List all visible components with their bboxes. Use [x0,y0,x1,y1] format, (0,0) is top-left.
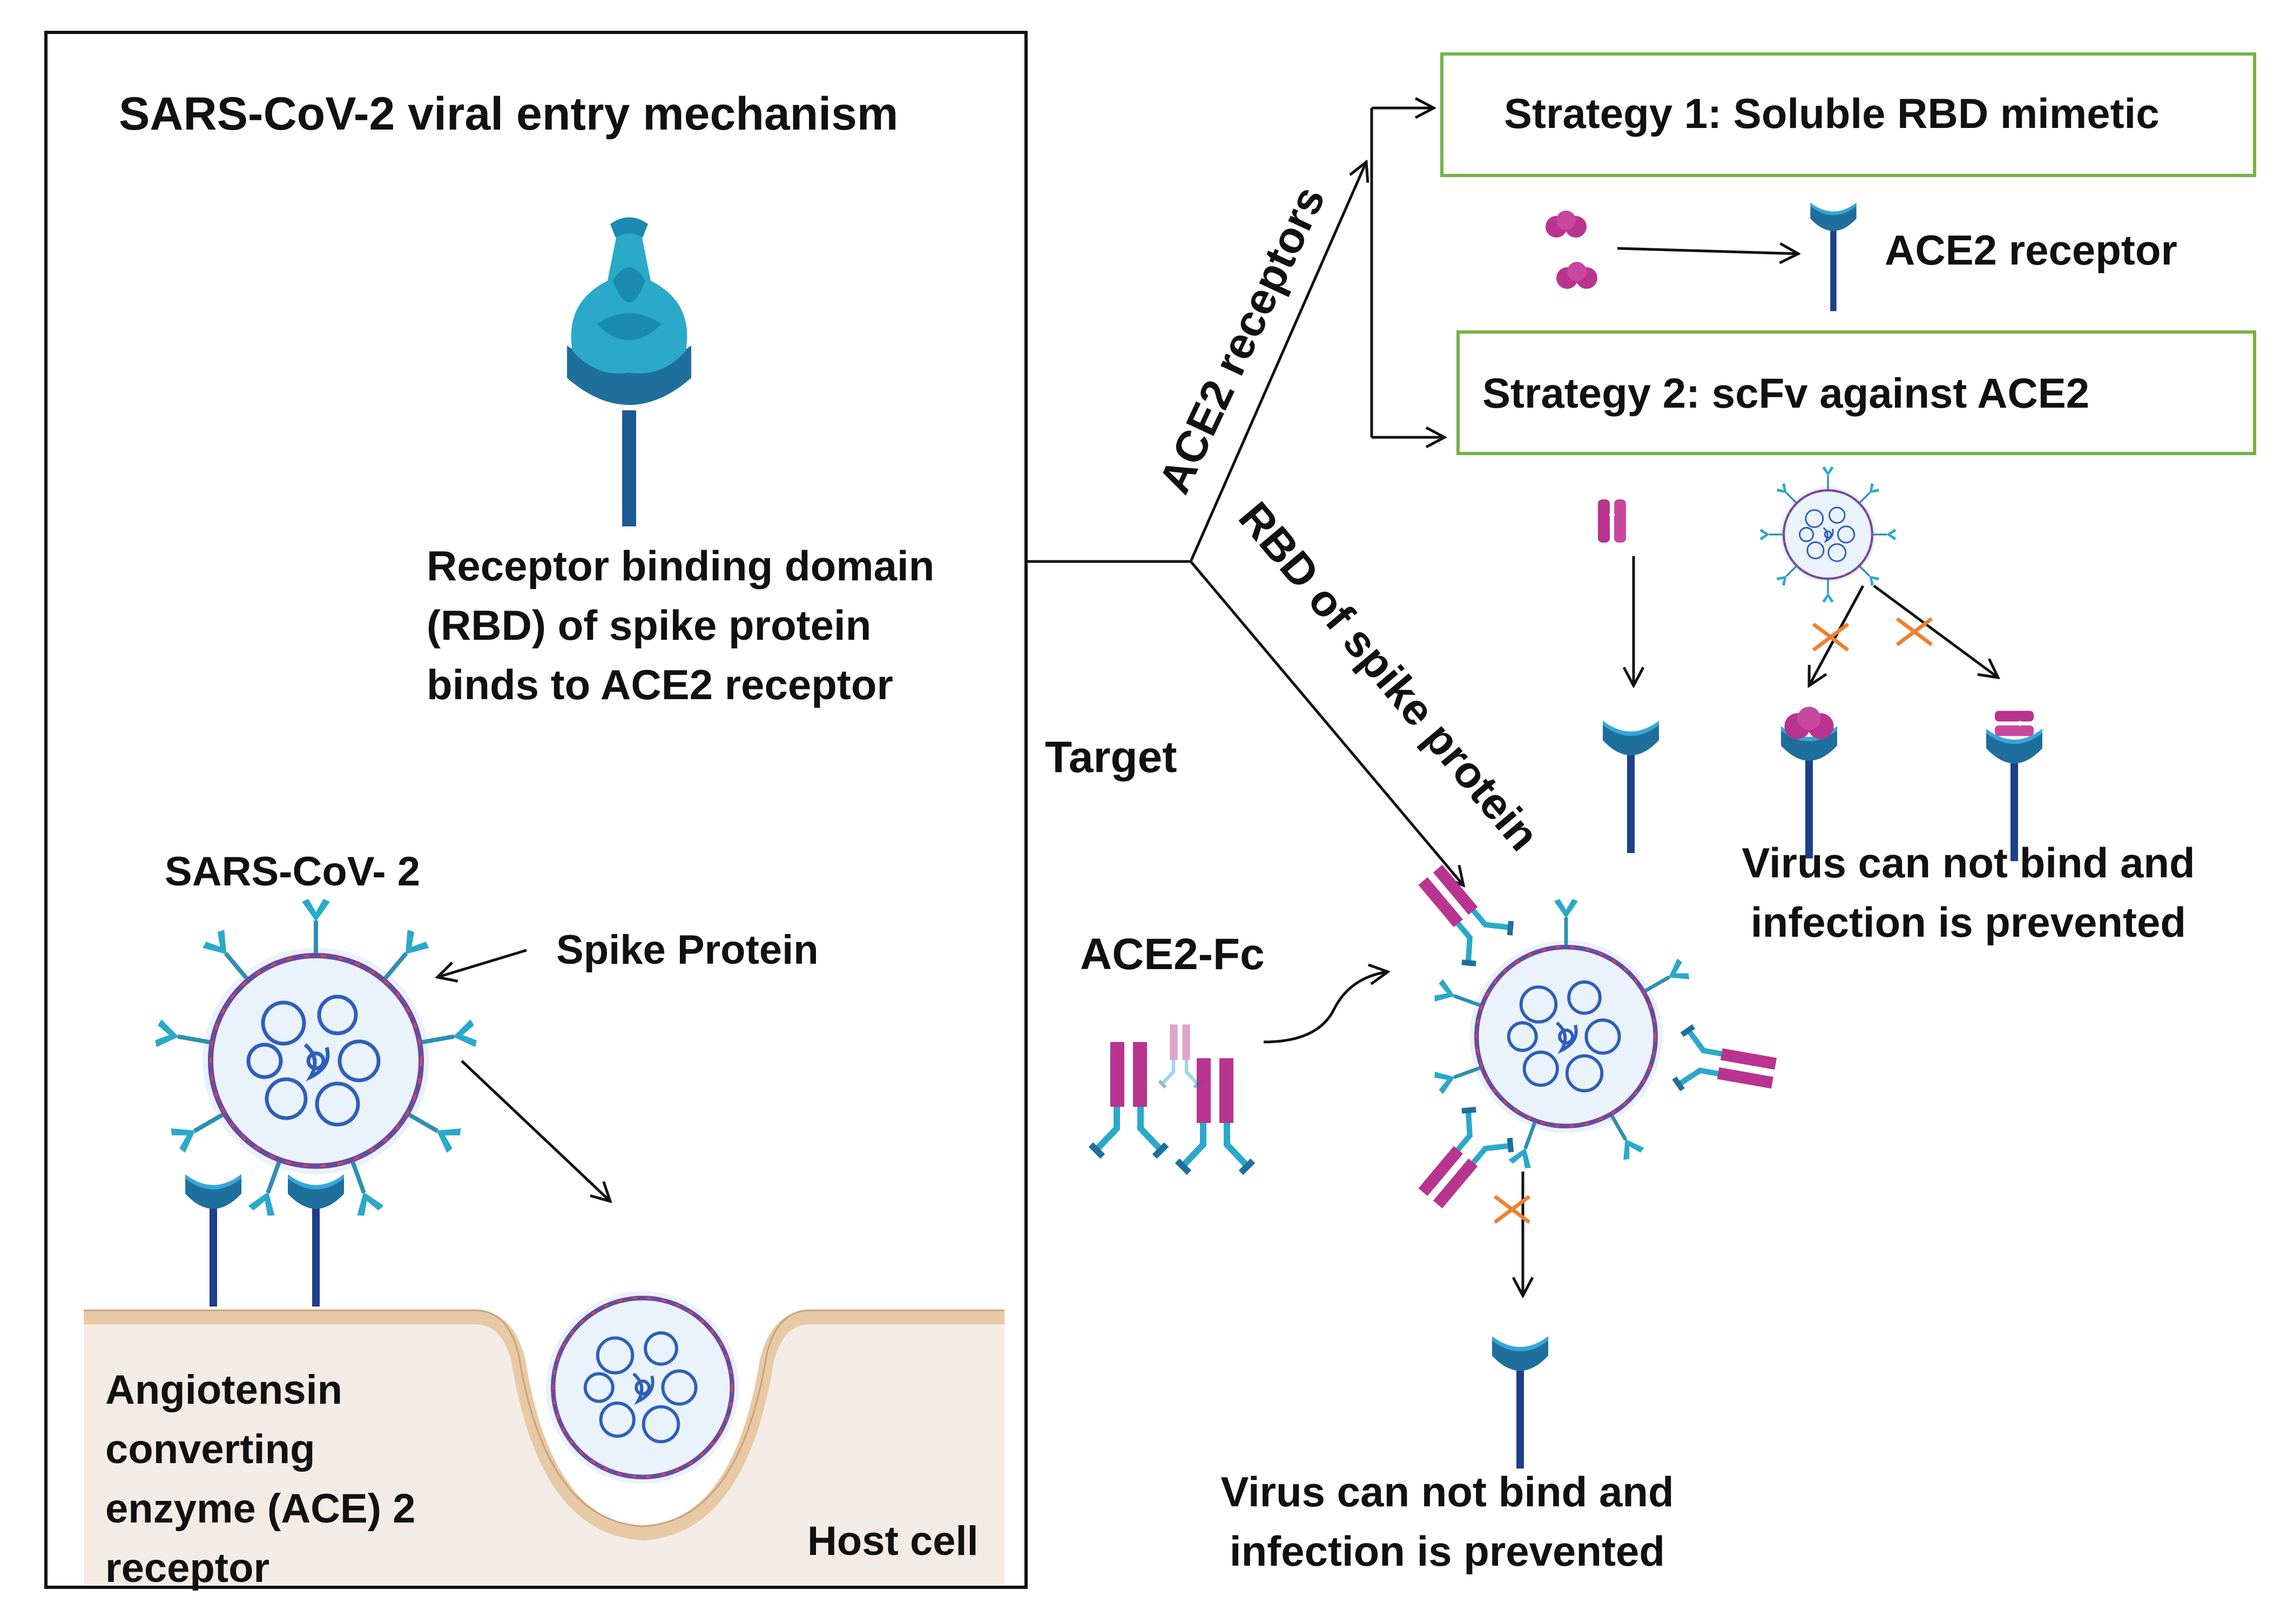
strategy-1-label: Strategy 1: Soluble RBD mimetic [1504,90,2160,137]
left-panel: SARS-CoV-2 viral entry mechanism Recepto… [44,31,1028,1591]
receptor-icon [1492,1336,1548,1469]
target-label: Target [1045,733,1177,782]
blocked-arrow [1873,584,1998,678]
ace2fc-section: ACE2-Fc Virus can not bind and infection… [1080,854,1779,1575]
mimetic-icon [1556,262,1597,289]
ace2-receptor-label: ACE2 receptor [1885,226,2177,274]
ace2-caption-line-4: receptor [105,1545,269,1591]
branch-label-rbd: RBD of spike protein [1229,493,1548,860]
antibody-icon [1091,1042,1166,1156]
scfv-icon [1597,498,1627,544]
host-cell-label: Host cell [807,1518,979,1564]
virus-label: SARS-CoV- 2 [165,849,420,895]
ace2fc-outcome-line-1: Virus can not bind and [1220,1468,1674,1515]
entry-arrow [461,1060,610,1201]
mimetic-icon [1784,707,1834,739]
target-branches: Target ACE2 receptors RBD of spike prote… [1026,108,1548,885]
neutralized-virus-icon [1406,854,1779,1219]
ace2fc-outcome-line-2: infection is prevented [1230,1527,1665,1575]
strategy-1-box [1440,52,2256,177]
mimetic-icon [1546,211,1587,238]
ace2fc-label: ACE2-Fc [1080,930,1265,979]
internalized-virus-icon [546,1291,739,1484]
rbd-caption-line-1: Receptor binding domain [427,542,934,590]
receptor-icon [1603,721,1659,853]
host-cell [84,1309,1004,1585]
branch-arrow-rbd [1190,560,1463,885]
block-cross-icon [1897,619,1932,645]
ace2-caption-line-1: Angiotensin [105,1367,342,1413]
strategy-2-box [1456,330,2256,455]
spike-protein-label: Spike Protein [556,927,819,973]
ace2fc-curved-arrow [1263,972,1388,1044]
branch-label-ace2: ACE2 receptors [1150,179,1334,501]
rbd-caption-line-3: binds to ACE2 receptor [427,661,893,708]
receptor-icon [1810,202,1857,312]
strategy-2-label: Strategy 2: scFv against ACE2 [1482,369,2089,417]
branch-arrow-ace2 [1189,162,1366,563]
rbd-caption-line-2: (RBD) of spike protein [427,601,871,649]
left-panel-title: SARS-CoV-2 viral entry mechanism [119,88,898,140]
virus-icon [1760,466,1896,603]
rbd-binding-icon [567,217,691,526]
scfv-icon [1994,709,2035,737]
antibody-icon [1159,1025,1201,1088]
ace2-caption-line-3: enzyme (ACE) 2 [105,1486,415,1532]
outcome-upper-line-2: infection is prevented [1751,898,2186,946]
spike-pointer-arrow [437,949,527,977]
outcome-upper-line-1: Virus can not bind and [1742,839,2195,887]
ace2-caption-line-2: converting [105,1426,315,1472]
mimetic-arrow [1617,248,1798,254]
blocked-arrow [1809,585,1865,686]
strategies-section: Strategy 1: Soluble RBD mimetic ACE2 rec… [1440,52,2256,946]
